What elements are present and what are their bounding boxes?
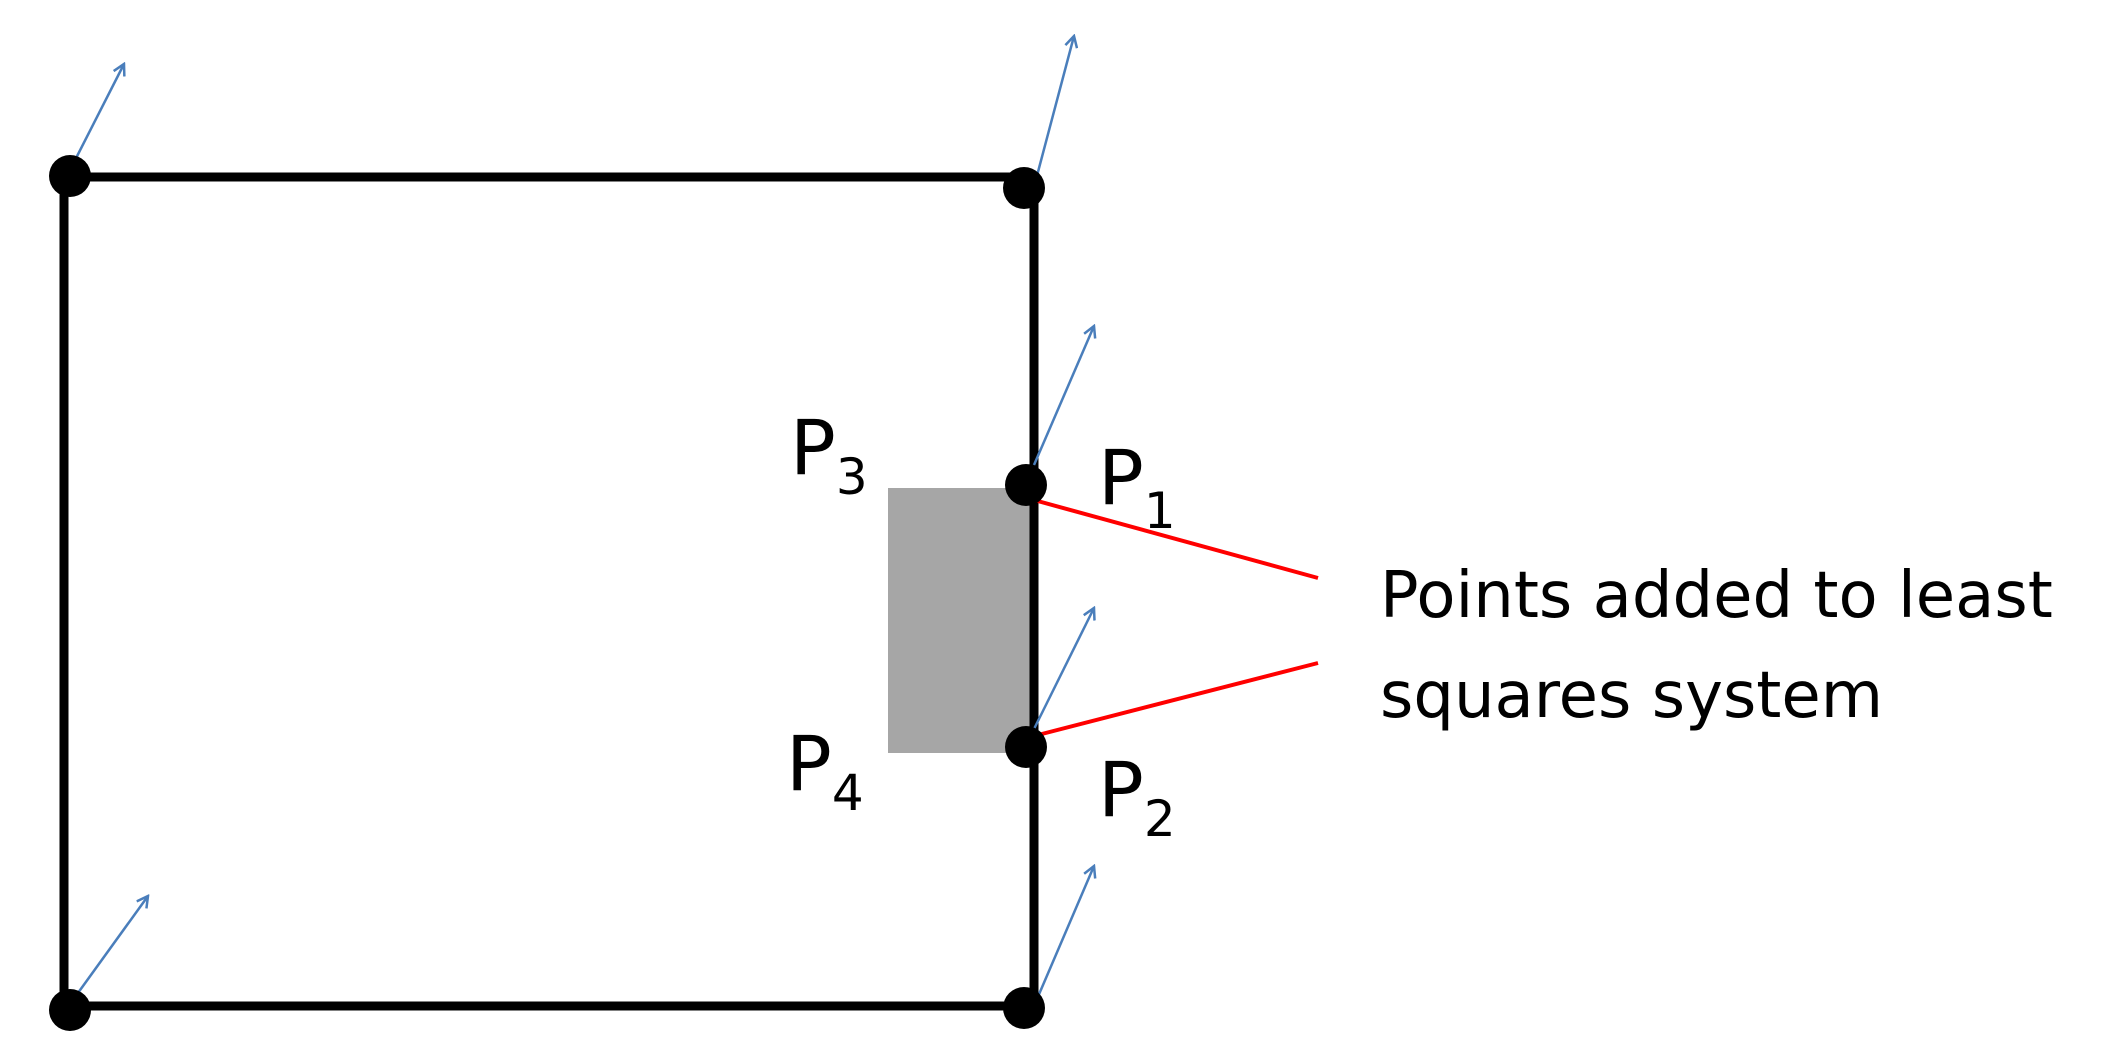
leader-line-p1: [1033, 498, 1319, 580]
label-p4-sub: 4: [832, 764, 864, 822]
label-p2-letter: P: [1098, 745, 1144, 834]
normal-arrow-top-left: [68, 64, 124, 171]
normal-arrow-bottom-right: [1032, 866, 1094, 1007]
label-p2: P2: [1098, 745, 1176, 848]
vertex-bottom-left: [49, 989, 91, 1031]
label-p1-letter: P: [1098, 433, 1144, 522]
normal-arrow-p1: [1032, 326, 1094, 466]
annotation-line-2: squares system: [1380, 659, 1883, 733]
vertex-top-right: [1003, 167, 1045, 209]
point-p1: [1005, 464, 1047, 506]
label-p1-sub: 1: [1144, 482, 1176, 540]
label-p2-sub: 2: [1144, 790, 1176, 848]
label-p1: P1: [1098, 433, 1176, 540]
normal-arrow-p2: [1032, 608, 1094, 730]
label-p3-letter: P: [790, 403, 836, 492]
normal-arrow-top-right: [1032, 36, 1074, 188]
annotation-line-1: Points added to least: [1380, 559, 2053, 633]
square-outline: [59, 172, 1039, 1011]
label-p4: P4: [786, 719, 864, 822]
label-p3-sub: 3: [836, 448, 868, 506]
vertex-top-left: [49, 155, 91, 197]
point-p2: [1005, 726, 1047, 768]
vertex-bottom-right: [1003, 987, 1045, 1029]
normal-arrow-bottom-left: [68, 896, 148, 1005]
highlight-cell: [888, 488, 1030, 753]
sample-points: [49, 155, 1047, 1031]
label-p4-letter: P: [786, 719, 832, 808]
leader-line-p2: [1033, 661, 1319, 738]
normal-arrows: [68, 36, 1094, 1007]
leader-lines: [1033, 498, 1319, 738]
label-p3: P3: [790, 403, 868, 506]
